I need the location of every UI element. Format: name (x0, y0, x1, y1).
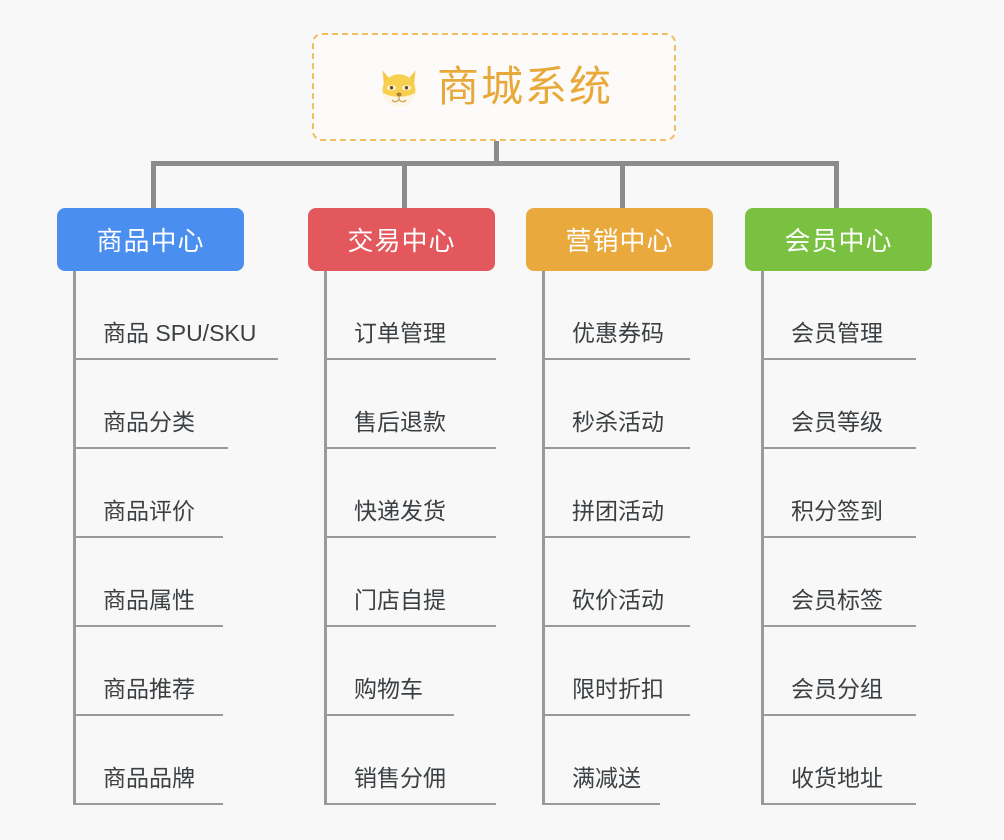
column-trunk-line (761, 271, 764, 805)
connector-drop-3 (620, 161, 625, 211)
leaf-item-label: 积分签到 (791, 498, 883, 524)
category-header-label: 交易中心 (347, 226, 456, 256)
category-header-2[interactable]: 交易中心 (308, 208, 495, 271)
leaf-item-underline (324, 536, 496, 538)
column-trunk-line (542, 271, 545, 805)
leaf-item-label: 限时折扣 (572, 676, 664, 702)
leaf-item-underline (542, 536, 690, 538)
leaf-item-label: 售后退款 (354, 409, 446, 435)
leaf-item-label: 秒杀活动 (572, 409, 664, 435)
category-header-label: 商品中心 (96, 226, 205, 256)
column-4: 会员中心会员管理会员等级积分签到会员标签会员分组收货地址 (745, 208, 932, 805)
column-trunk-line (324, 271, 327, 805)
shiba-dog-face-icon (375, 63, 423, 111)
leaf-item-label: 满减送 (572, 765, 641, 791)
category-header-1[interactable]: 商品中心 (57, 208, 244, 271)
leaf-item-underline (324, 358, 496, 360)
column-3: 营销中心优惠券码秒杀活动拼团活动砍价活动限时折扣满减送 (526, 208, 713, 805)
category-header-4[interactable]: 会员中心 (745, 208, 932, 271)
category-header-3[interactable]: 营销中心 (526, 208, 713, 271)
leaf-item-underline (761, 447, 916, 449)
leaf-item-underline (324, 714, 454, 716)
leaf-item-underline (324, 803, 496, 805)
leaf-item-underline (761, 625, 916, 627)
leaf-item-underline (542, 714, 690, 716)
leaf-item-label: 会员分组 (791, 676, 883, 702)
leaf-item-underline (542, 625, 690, 627)
root-title: 商城系统 (436, 63, 613, 110)
root-node[interactable]: 商城系统 (312, 33, 676, 141)
leaf-item-underline (73, 358, 278, 360)
category-header-label: 会员中心 (784, 226, 893, 256)
leaf-item-underline (324, 625, 496, 627)
connector-drop-4 (834, 161, 839, 211)
leaf-item-label: 销售分佣 (354, 765, 446, 791)
leaf-item-underline (761, 536, 916, 538)
leaf-item-label: 砍价活动 (572, 587, 664, 613)
leaf-item-label: 商品评价 (103, 498, 195, 524)
leaf-item-label: 收货地址 (791, 765, 883, 791)
column-1: 商品中心商品 SPU/SKU 商品分类商品评价商品属性商品推荐商品品牌 (57, 208, 278, 805)
leaf-item-label: 购物车 (354, 676, 423, 702)
leaf-item-label: 商品品牌 (103, 765, 195, 791)
leaf-item-underline (542, 803, 660, 805)
leaf-item-underline (73, 625, 223, 627)
leaf-item-underline (761, 803, 916, 805)
leaf-item-underline (761, 714, 916, 716)
column-2: 交易中心订单管理售后退款快递发货门店自提购物车销售分佣 (308, 208, 496, 805)
leaf-item-underline (542, 358, 690, 360)
leaf-item-underline (73, 803, 223, 805)
leaf-item-label: 订单管理 (354, 320, 446, 346)
leaf-item-label: 拼团活动 (572, 498, 664, 524)
leaf-item-label: 商品属性 (103, 587, 195, 613)
leaf-item-underline (542, 447, 690, 449)
leaf-item-label: 商品推荐 (103, 676, 195, 702)
leaf-item-label: 优惠券码 (572, 320, 664, 346)
leaf-item-label: 会员标签 (791, 587, 883, 613)
leaf-item-underline (73, 536, 223, 538)
leaf-item-label: 会员等级 (791, 409, 883, 435)
leaf-item-label: 门店自提 (354, 587, 446, 613)
leaf-item-underline (73, 447, 228, 449)
leaf-item-label: 商品分类 (103, 409, 195, 435)
connector-drop-2 (402, 161, 407, 211)
leaf-item-label: 快递发货 (354, 498, 446, 524)
connector-drop-1 (151, 161, 156, 211)
leaf-item-underline (761, 358, 916, 360)
leaf-item-label: 商品 SPU/SKU (103, 320, 257, 346)
column-trunk-line (73, 271, 76, 805)
connector-stem (494, 141, 499, 166)
leaf-item-underline (73, 714, 223, 716)
leaf-item-underline (324, 447, 496, 449)
leaf-item-label: 会员管理 (791, 320, 883, 346)
category-header-label: 营销中心 (565, 226, 674, 256)
connector-bar (151, 161, 839, 166)
